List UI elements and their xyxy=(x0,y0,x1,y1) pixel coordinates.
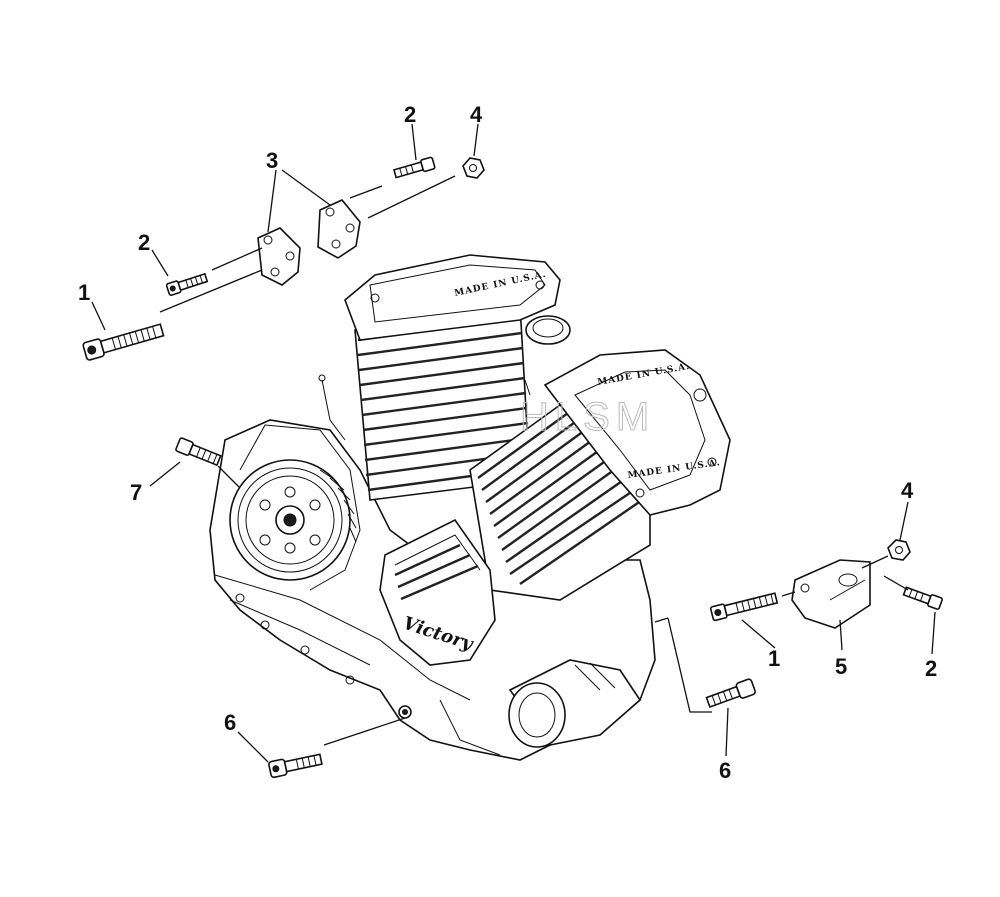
bolt-1-left xyxy=(82,323,165,361)
callout-3: 3 xyxy=(266,148,278,173)
rear-rocker-cover: MADE IN U.S.A. MADE IN U.S.A. xyxy=(543,349,731,516)
callout-6-right: 6 xyxy=(719,758,731,783)
engine-assembly: MADE IN U.S.A. xyxy=(209,254,731,761)
bracket-5 xyxy=(791,559,871,629)
callout-1-right: 1 xyxy=(768,646,780,671)
spark-plug-wire xyxy=(321,379,346,441)
bolt-1-right xyxy=(709,592,779,622)
bolt-2-left xyxy=(165,272,209,296)
bolt-6-right xyxy=(705,678,756,709)
front-rocker-cover: MADE IN U.S.A. xyxy=(344,254,561,341)
bolt-2-right xyxy=(902,586,943,610)
bolt-7 xyxy=(175,437,222,467)
callout-6-left: 6 xyxy=(224,710,236,735)
callout-leaders xyxy=(91,123,936,763)
bracket-3-plate-b xyxy=(317,199,361,259)
callout-4-top: 4 xyxy=(470,102,483,127)
oil-filler-cap xyxy=(525,315,571,345)
callout-7: 7 xyxy=(130,480,142,505)
callout-2-left: 2 xyxy=(138,230,150,255)
front-cylinder xyxy=(354,304,531,501)
callout-5: 5 xyxy=(835,654,847,679)
watermark: HLSM xyxy=(520,395,655,439)
callout-2-right: 2 xyxy=(925,656,937,681)
callout-4-right: 4 xyxy=(901,478,914,503)
alignment-lines xyxy=(159,175,909,746)
nut-4-top xyxy=(462,157,485,179)
callout-1-left: 1 xyxy=(78,280,90,305)
callout-2-top: 2 xyxy=(404,102,416,127)
nut-4-right xyxy=(887,539,911,561)
bolt-6-left xyxy=(268,753,323,779)
starter-motor xyxy=(508,659,642,748)
bracket-3-plate-a xyxy=(257,227,301,286)
cam-cover: Victory xyxy=(379,518,496,666)
drive-pulley xyxy=(229,459,357,581)
callout-labels: 1 1 2 2 2 3 4 4 5 6 6 7 xyxy=(78,102,937,783)
bolt-2-top xyxy=(392,156,436,179)
